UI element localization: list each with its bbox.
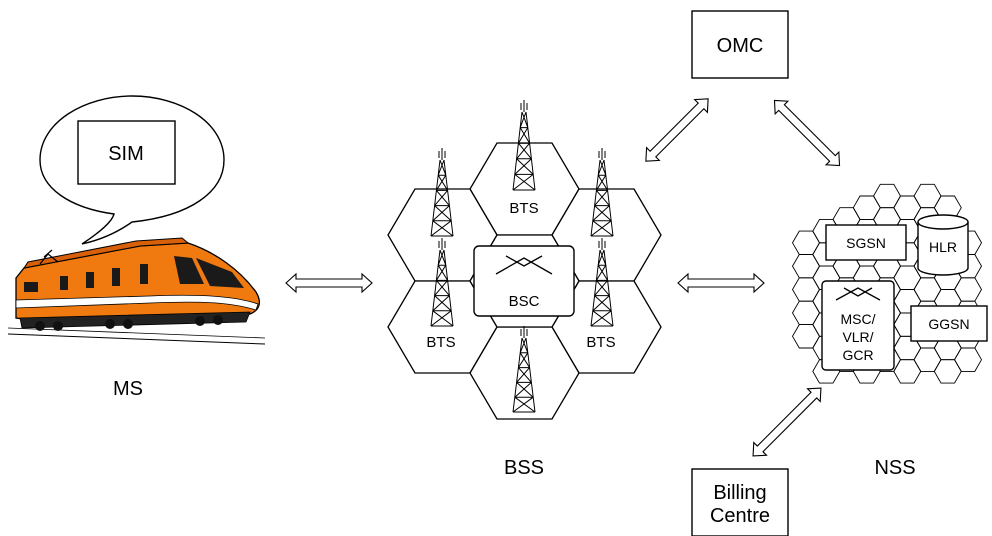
bsc-box — [473, 245, 575, 317]
msc-label-line2: VLR/ — [842, 329, 873, 345]
sim-box — [77, 120, 176, 185]
nss-hex-cell — [893, 195, 922, 220]
double-arrow-icon — [677, 272, 765, 294]
ggsn-label: GGSN — [928, 316, 969, 332]
ms-group: SIM — [7, 95, 266, 400]
sim-label: SIM — [108, 143, 144, 165]
nss-hex-cell — [913, 277, 942, 302]
ms-label: MS — [113, 378, 143, 400]
billing-label-line1: Billing — [713, 482, 766, 504]
antenna-tower-icon — [512, 100, 536, 191]
omc-box — [691, 10, 789, 79]
nss-hex-cell — [791, 254, 821, 279]
nss-hex-cell — [893, 265, 922, 290]
antenna-tower-icon — [430, 238, 454, 327]
database-cylinder-icon — [917, 214, 969, 276]
bss-label: BSS — [504, 457, 544, 479]
sgsn-label: SGSN — [846, 235, 886, 251]
msc-label-line3: GCR — [842, 347, 873, 363]
train-icon — [7, 237, 266, 345]
bsc-label: BSC — [509, 293, 540, 310]
nss-hex-cell — [791, 324, 821, 349]
double-arrow-icon — [773, 99, 841, 167]
billing-label-line2: Centre — [710, 505, 770, 527]
switch-icon — [495, 255, 553, 275]
nss-hex-cell — [913, 183, 942, 209]
nss-hex-cell — [791, 230, 821, 255]
nss-hex-cell — [953, 347, 983, 372]
antenna-tower-icon — [590, 148, 614, 237]
bts-label-left: BTS — [426, 334, 455, 351]
antenna-tower-icon — [512, 326, 536, 413]
bss-group: BSC BTS BTS BTS BSS — [387, 100, 662, 479]
ggsn-box — [910, 305, 988, 342]
msc-box — [821, 280, 895, 371]
nss-hex-cell — [893, 359, 922, 384]
towers — [430, 100, 614, 413]
omc-label: OMC — [717, 35, 764, 57]
antenna-tower-icon — [590, 238, 614, 327]
nss-hex-cell — [913, 347, 942, 372]
bts-label-top: BTS — [509, 200, 538, 217]
nss-hex-cell — [791, 277, 821, 302]
msc-label-line1: MSC/ — [841, 311, 876, 327]
billing-centre-box — [691, 468, 789, 536]
double-arrow-icon — [285, 272, 373, 294]
sgsn-box — [825, 224, 907, 261]
nss-group: SGSN HLR MSC/ VLR/ GCR GGSN NSS — [791, 183, 988, 479]
hlr-label: HLR — [929, 239, 957, 255]
arrows — [285, 98, 841, 457]
bts-label-right: BTS — [586, 334, 615, 351]
nss-hex-cell — [852, 195, 881, 220]
double-arrow-icon — [645, 98, 709, 162]
nss-hex-cell — [791, 300, 821, 326]
double-arrow-icon — [752, 387, 822, 457]
nss-hex-cell — [872, 183, 902, 209]
nss-label: NSS — [874, 457, 915, 479]
nss-hex-cell — [953, 277, 983, 302]
nss-hex-cell — [933, 359, 962, 384]
switch-icon — [835, 287, 881, 301]
antenna-tower-icon — [430, 148, 454, 237]
